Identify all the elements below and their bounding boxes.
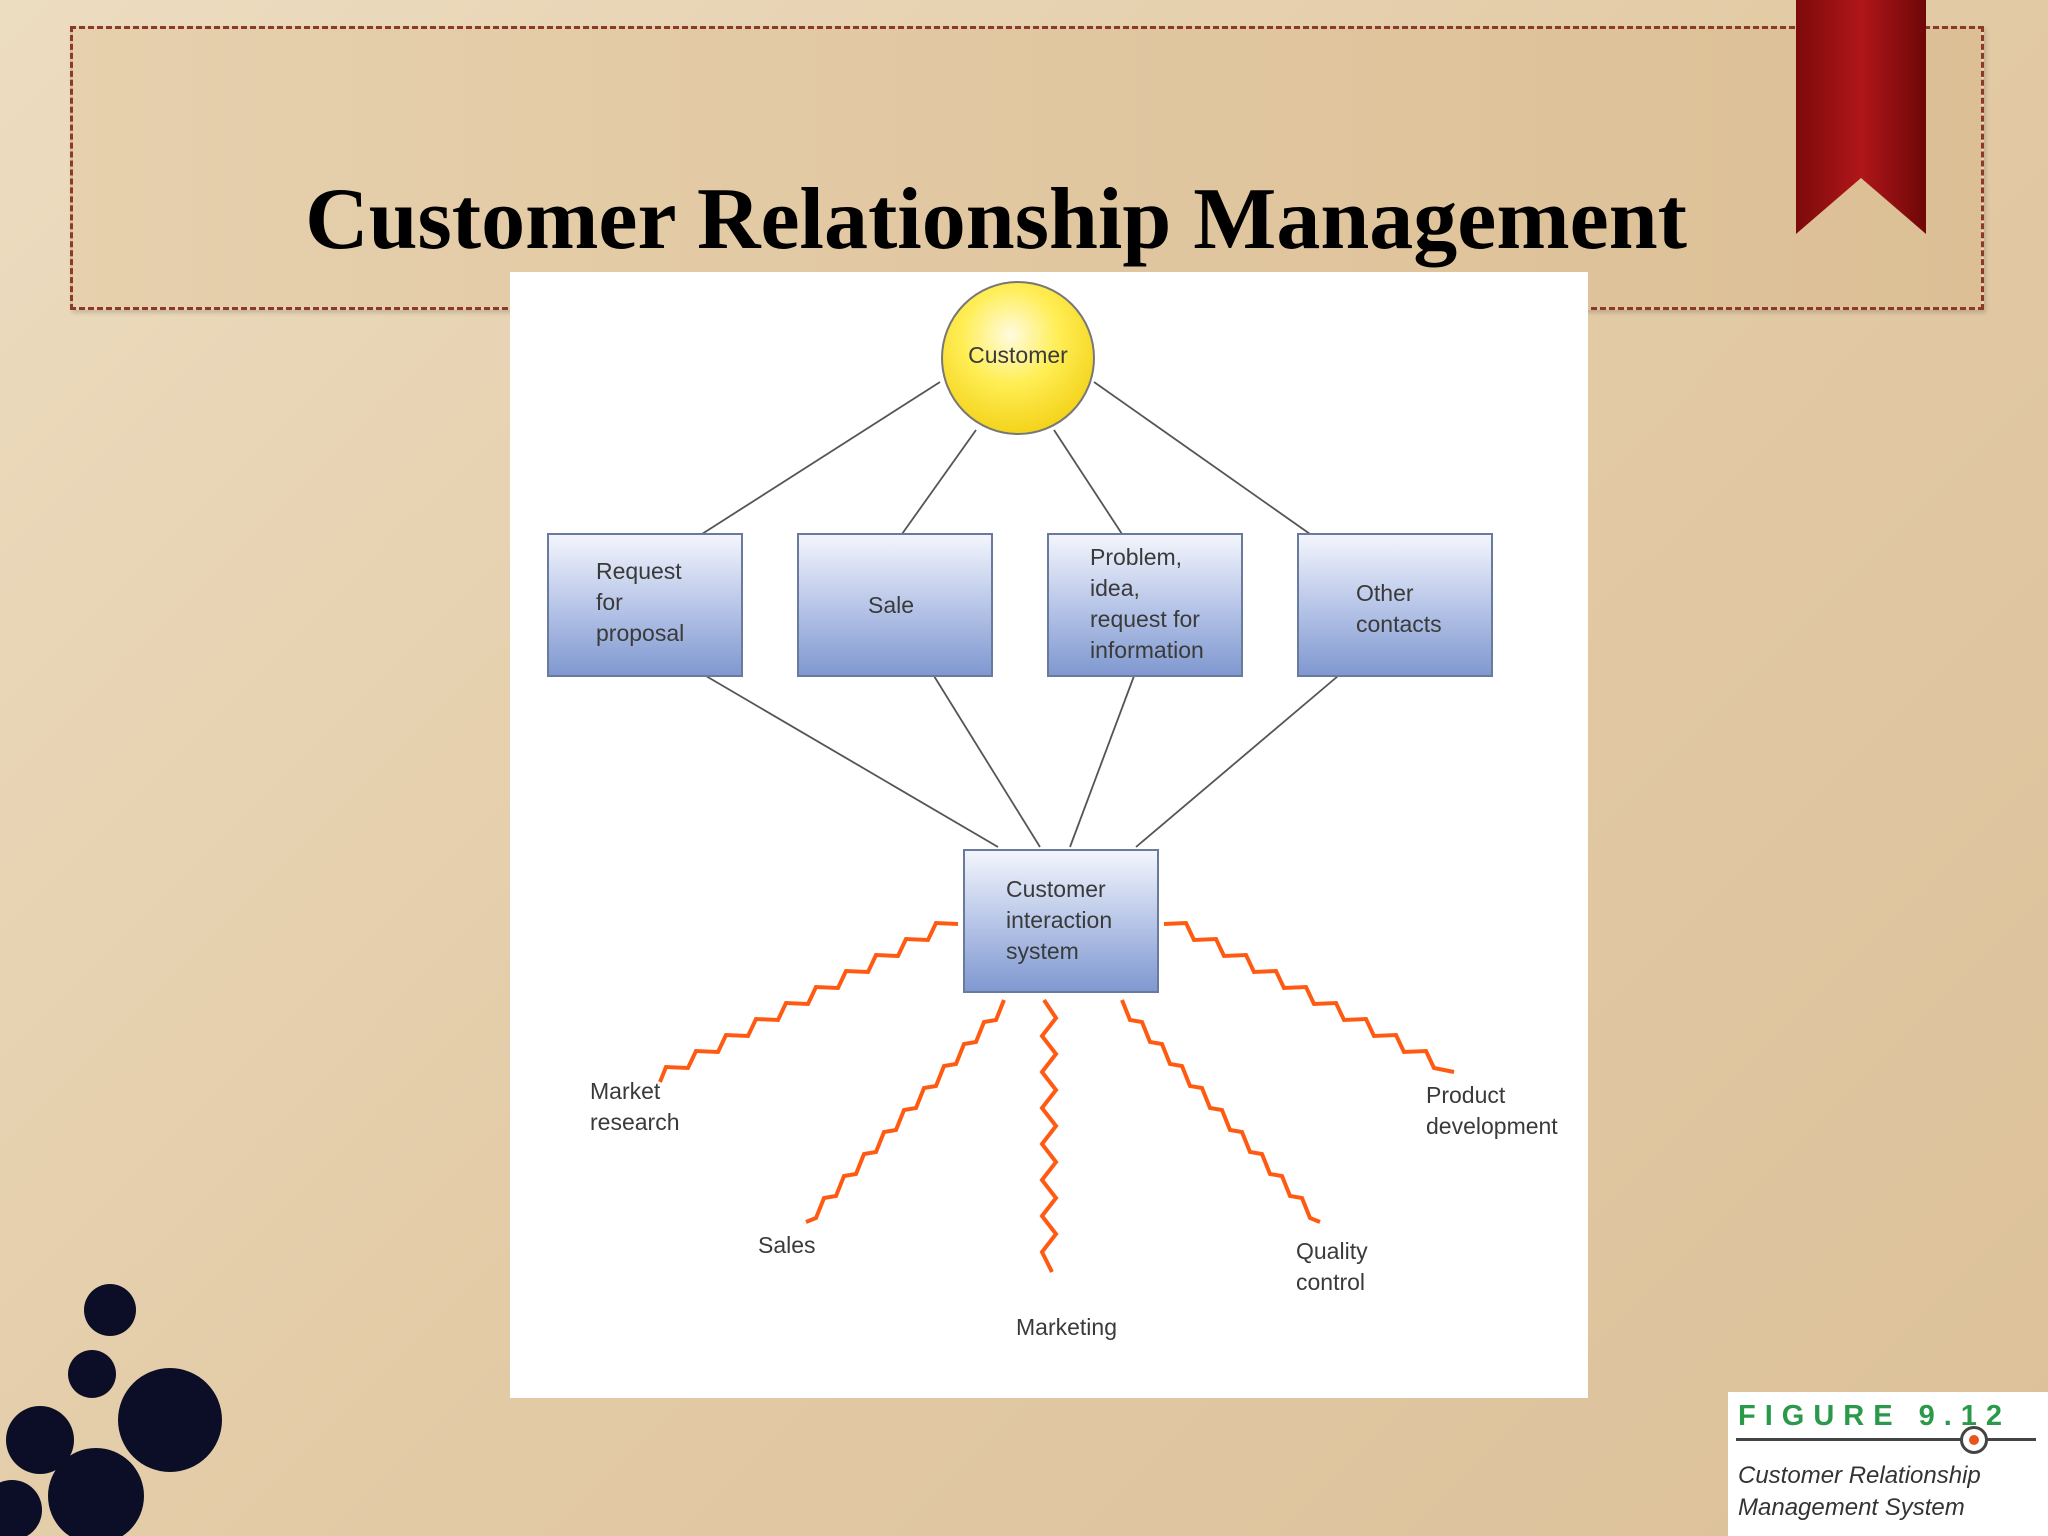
crm-diagram: Customer Request for proposal Sale Probl… bbox=[510, 272, 1588, 1398]
output-label-marketing: Marketing bbox=[1016, 1314, 1117, 1340]
box-request-for-proposal bbox=[547, 533, 743, 677]
figure-dot-icon bbox=[1960, 1426, 1988, 1454]
ink-blots-decoration bbox=[0, 1284, 222, 1536]
box-sale bbox=[797, 533, 993, 677]
box-label-sale: Sale bbox=[868, 592, 915, 618]
box-problem-idea bbox=[1047, 533, 1243, 677]
figure-number: FIGURE 9.12 bbox=[1738, 1400, 2012, 1432]
bolt-product-development bbox=[1163, 920, 1455, 1074]
customer-node-circle bbox=[941, 281, 1095, 435]
slide-title: Customer Relationship Management bbox=[305, 171, 1687, 268]
box-label-other-contacts: Other contacts bbox=[1356, 580, 1442, 637]
connector-lines bbox=[701, 381, 1339, 848]
box-other-contacts bbox=[1297, 533, 1493, 677]
bolt-sales bbox=[805, 999, 1006, 1224]
output-label-sales: Sales bbox=[758, 1232, 816, 1258]
diagram-graphics bbox=[547, 281, 1493, 1273]
figure-caption: FIGURE 9.12 Customer Relationship Manage… bbox=[1728, 1392, 2048, 1536]
output-label-quality-control: Quality control bbox=[1296, 1238, 1368, 1295]
hub-customer-interaction-system bbox=[963, 849, 1159, 993]
bolt-market-research bbox=[658, 920, 959, 1083]
box-label-problem-idea: Problem, idea, request for information bbox=[1090, 544, 1204, 663]
bolt-quality-control bbox=[1120, 999, 1321, 1224]
middle-boxes bbox=[547, 533, 1493, 677]
title-frame bbox=[70, 26, 1984, 310]
figure-caption-text: Customer Relationship Management System bbox=[1738, 1462, 1981, 1521]
bookmark-ribbon-icon bbox=[1796, 0, 1926, 234]
customer-node-label: Customer bbox=[968, 342, 1068, 368]
output-label-market-research: Market research bbox=[590, 1078, 680, 1135]
lightning-bolts bbox=[658, 920, 1455, 1273]
box-label-request-for-proposal: Request for proposal bbox=[596, 558, 685, 646]
figure-rule bbox=[1736, 1438, 2036, 1441]
output-label-product-development: Product development bbox=[1426, 1082, 1558, 1139]
hub-label: Customer interaction system bbox=[1006, 876, 1113, 964]
bolt-marketing bbox=[1039, 998, 1059, 1273]
